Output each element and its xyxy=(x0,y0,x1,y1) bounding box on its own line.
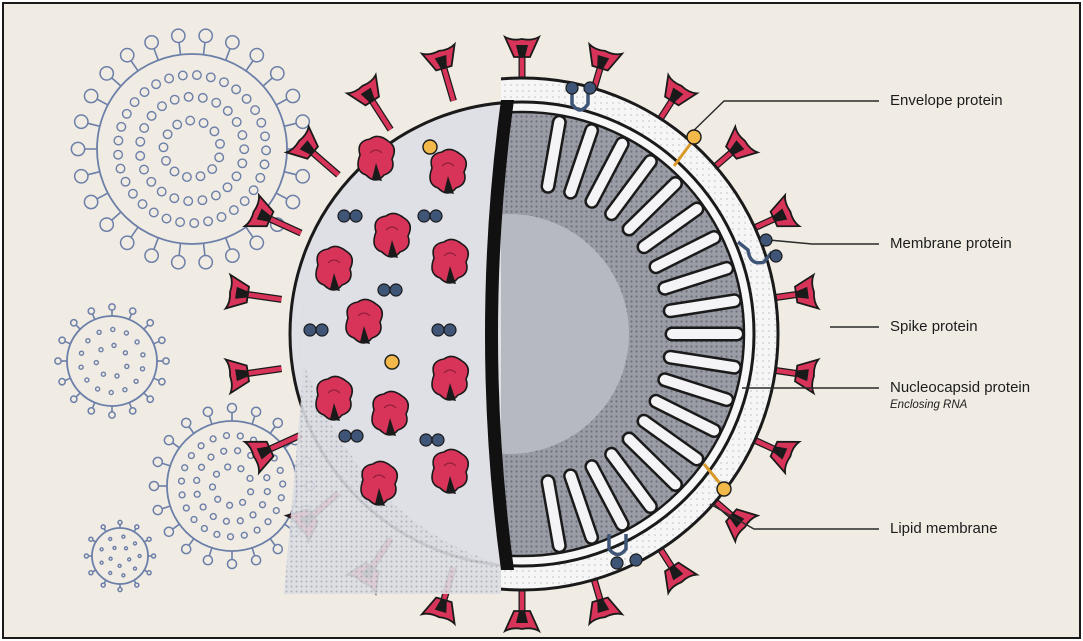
label-spike-protein: Spike protein xyxy=(890,318,978,335)
mini-virus-icon xyxy=(55,29,315,591)
spike-protein-mark xyxy=(226,352,284,393)
spike-protein-mark xyxy=(347,75,405,139)
mini-virus-icon xyxy=(55,304,169,418)
spike-protein-mark xyxy=(226,275,284,316)
mini-virus-icon xyxy=(71,29,312,269)
label-nucleocapsid-protein: Nucleocapsid protein xyxy=(890,379,1030,396)
envelope-protein-mark xyxy=(385,355,399,369)
label-envelope-protein: Envelope protein xyxy=(890,92,1003,109)
envelope-protein-mark xyxy=(423,140,437,154)
label-enclosing-rna: Enclosing RNA xyxy=(890,399,967,411)
spike-protein-mark xyxy=(422,44,470,105)
mini-virus-icon xyxy=(84,520,155,591)
label-lipid-membrane: Lipid membrane xyxy=(890,520,998,537)
label-membrane-protein: Membrane protein xyxy=(890,235,1012,252)
